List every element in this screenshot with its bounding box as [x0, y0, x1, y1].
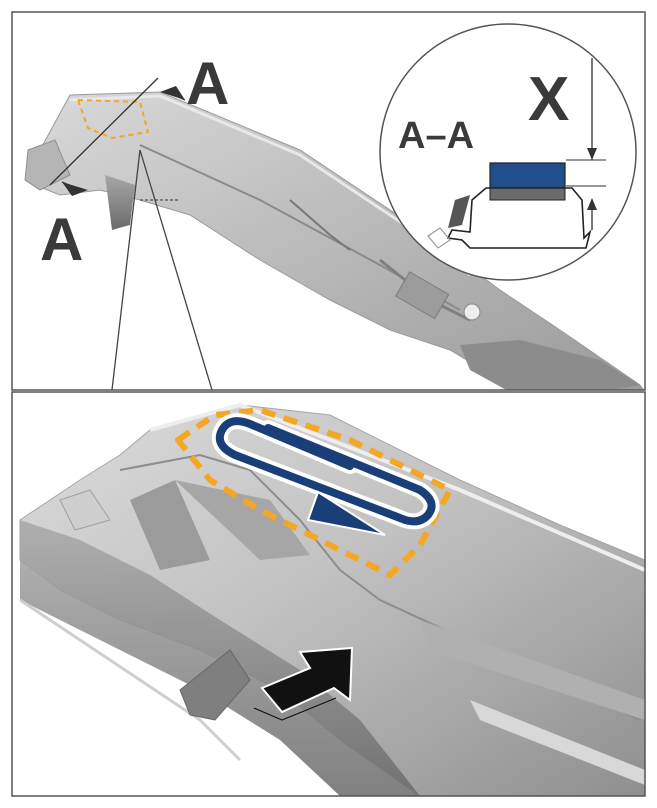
section-view: A–A X: [379, 23, 637, 281]
top-panel-frame: [11, 11, 646, 391]
adhesive-tape-outline-top: [76, 98, 150, 140]
pad-base: [489, 187, 566, 201]
push-arrow-icon: [260, 646, 354, 714]
section-label-top: A: [186, 50, 229, 117]
adhesive-tape-outline: [175, 407, 453, 578]
section-label-bottom: A: [40, 206, 83, 273]
application-path-arrow: [306, 490, 386, 536]
adhesive-pad: [489, 162, 566, 189]
dimension-label: X: [528, 65, 569, 134]
detail-callout-lines: [111, 149, 213, 391]
bottom-panel-frame: [11, 391, 646, 797]
bottom-panel: [12, 392, 645, 796]
handle-cross-section: [446, 187, 592, 249]
section-view-label: A–A: [398, 115, 474, 157]
section-line: [49, 77, 159, 186]
